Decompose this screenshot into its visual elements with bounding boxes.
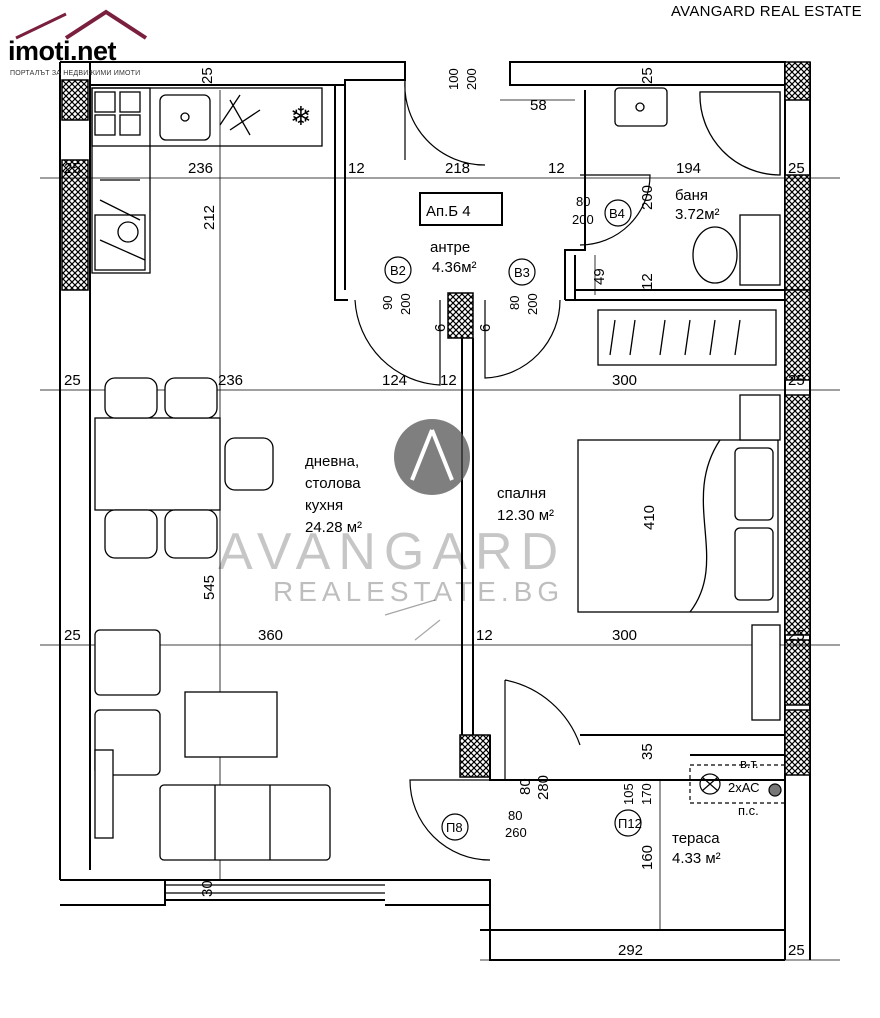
ac-unit — [689, 764, 786, 804]
hall-area: 4.36м² — [432, 259, 477, 276]
logo-brand: imoti.net — [8, 36, 117, 66]
dim-25-right-3: 25 — [788, 627, 805, 644]
b2-height: 200 — [398, 293, 413, 315]
dim-236-mid: 236 — [218, 372, 243, 389]
bedroom-name: спалня — [497, 485, 546, 502]
watermark-logo — [384, 419, 470, 641]
dim-25-right-1: 25 — [788, 160, 805, 177]
living-area: 24.28 м² — [305, 519, 362, 536]
hall-name: антре — [430, 239, 470, 256]
agency-name: AVANGARD REAL ESTATE — [670, 3, 862, 20]
bath-name: баня — [675, 187, 708, 204]
bt-label: в.т. — [740, 756, 759, 771]
door-p12-tag: П12 — [618, 816, 642, 831]
dim-292: 292 — [618, 942, 643, 959]
door-tags — [384, 199, 642, 841]
dim-218: 218 — [445, 160, 470, 177]
dim-30: 30 — [199, 880, 216, 897]
dim-124: 124 — [382, 372, 407, 389]
b3-width: 80 — [507, 296, 522, 310]
b4-width: 80 — [576, 194, 590, 209]
ac-label: 2хАС — [728, 780, 760, 795]
unit-label-box — [419, 192, 503, 226]
imoti-logo — [6, 4, 176, 82]
terrace-area: 4.33 м² — [672, 850, 721, 867]
b4-height: 200 — [572, 212, 594, 227]
house-roof-icon — [15, 9, 148, 40]
dim-25-top-right: 25 — [639, 67, 656, 84]
dim-80-terrace: 80 — [517, 778, 534, 795]
kitchen-counter: ❄ — [91, 87, 323, 274]
dim-410: 410 — [641, 505, 658, 530]
living-name-2: столова — [305, 475, 361, 492]
dim-6-a: 6 — [432, 324, 449, 332]
dim-360: 360 — [258, 627, 283, 644]
dim-300-top: 300 — [612, 372, 637, 389]
dim-236-top: 236 — [188, 160, 213, 177]
dining-table — [94, 377, 274, 559]
living-name-3: кухня — [305, 497, 343, 514]
dim-545: 545 — [201, 575, 218, 600]
dim-25-left-2: 25 — [64, 372, 81, 389]
dim-6-b: 6 — [477, 324, 494, 332]
b3-height: 200 — [525, 293, 540, 315]
b2-width: 90 — [380, 296, 395, 310]
dim-280: 280 — [535, 775, 552, 800]
dim-25-right-2: 25 — [788, 372, 805, 389]
door-b4-tag: В4 — [609, 206, 625, 221]
bathroom-fixtures — [614, 87, 781, 286]
ps-label: п.с. — [738, 803, 759, 818]
p12-height: 170 — [639, 783, 654, 805]
watermark-line-1: AVANGARD — [218, 523, 567, 581]
logo-tagline: ПОРТАЛЪТ ЗА НЕДВИЖИМИ ИМОТИ — [10, 70, 141, 77]
dim-300-mid: 300 — [612, 627, 637, 644]
entry-height: 200 — [464, 68, 479, 90]
unit-label: Ап.Б 4 — [426, 203, 471, 220]
p8-height: 260 — [505, 825, 527, 840]
dim-49: 49 — [591, 268, 608, 285]
dim-25-bottom-right: 25 — [788, 942, 805, 959]
dim-12-c: 12 — [639, 273, 656, 290]
bed — [577, 394, 781, 613]
p8-width: 80 — [508, 808, 522, 823]
watermark-line-2: REALESTATE.BG — [273, 576, 565, 607]
dim-25-top-left: 25 — [199, 67, 216, 84]
living-name-1: дневна, — [305, 453, 359, 470]
dim-194: 194 — [676, 160, 701, 177]
dim-160: 160 — [639, 845, 656, 870]
bath-area: 3.72м² — [675, 206, 720, 223]
dim-25-left-3: 25 — [64, 627, 81, 644]
dim-12-b: 12 — [548, 160, 565, 177]
terrace-name: тераса — [672, 830, 720, 847]
dim-12-d: 12 — [440, 372, 457, 389]
dim-12-a: 12 — [348, 160, 365, 177]
dim-12-e: 12 — [476, 627, 493, 644]
door-b2-tag: В2 — [390, 263, 406, 278]
dim-58: 58 — [530, 97, 547, 114]
wardrobe — [597, 309, 777, 366]
dim-25-left-1: 25 — [64, 160, 81, 177]
dim-212: 212 — [201, 205, 218, 230]
dim-200-bath: 200 — [639, 185, 656, 210]
door-p8-tag: П8 — [446, 820, 463, 835]
radiator — [751, 624, 781, 721]
dim-35: 35 — [639, 743, 656, 760]
door-b3-tag: В3 — [514, 265, 530, 280]
hatched-columns — [61, 61, 811, 778]
bedroom-area: 12.30 м² — [497, 507, 554, 524]
door-swings — [165, 79, 651, 894]
p12-width: 105 — [621, 783, 636, 805]
svg-text:❄: ❄ — [290, 101, 312, 131]
entry-width: 100 — [446, 68, 461, 90]
sofa-set — [94, 629, 331, 861]
